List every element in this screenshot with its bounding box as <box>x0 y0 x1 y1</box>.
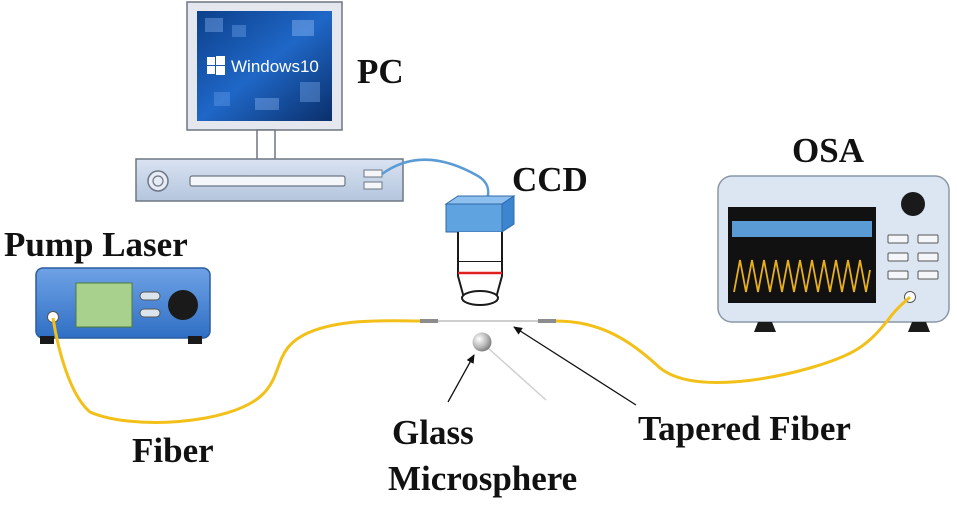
drive-slot <box>189 175 346 187</box>
osa-knob-icon <box>901 192 925 216</box>
monitor-stand <box>256 129 276 161</box>
laser-button-top <box>139 291 161 301</box>
laser-button-bottom <box>139 308 161 318</box>
osa-spectrum-trace <box>733 259 871 293</box>
fiber-connector-left <box>420 319 438 323</box>
usb-port-2 <box>363 181 383 190</box>
glass-microsphere <box>472 332 492 352</box>
osa-foot-right <box>908 322 930 332</box>
laser-knob-icon <box>168 290 198 320</box>
pc-monitor: Windows10 <box>186 1 343 161</box>
label-ccd: CCD <box>512 160 588 199</box>
microsphere-stem <box>487 347 547 401</box>
windows-logo-icon <box>207 56 225 75</box>
laser-foot-right <box>188 336 202 344</box>
fiber-connector-right <box>538 319 556 323</box>
usb-port-1 <box>363 169 383 178</box>
label-fiber: Fiber <box>132 431 214 470</box>
osa-foot-left <box>754 322 776 332</box>
label-microsphere: Microsphere <box>388 459 577 498</box>
tapered-fiber-arrow <box>513 326 637 406</box>
label-pump-laser: Pump Laser <box>4 225 188 264</box>
osa-device <box>717 175 950 332</box>
screen-os-text: Windows10 <box>231 57 319 76</box>
fiber-right <box>555 295 912 384</box>
osa-screen-band <box>732 221 872 237</box>
fiber-left <box>51 317 421 424</box>
laser-foot-left <box>40 336 54 344</box>
ccd-camera <box>444 195 516 306</box>
ccd-lens-barrel <box>457 232 503 263</box>
ccd-body <box>445 203 503 233</box>
screen-pattern <box>205 18 320 110</box>
label-osa: OSA <box>792 131 865 170</box>
usb-cable <box>381 158 490 201</box>
label-tapered-fiber: Tapered Fiber <box>638 409 851 448</box>
laser-display <box>75 282 133 328</box>
pump-laser <box>35 267 211 344</box>
pc-case <box>135 158 404 202</box>
label-glass: Glass <box>392 413 474 452</box>
ccd-lens-tip <box>461 290 499 306</box>
microsphere-arrow <box>447 354 475 403</box>
power-button-icon <box>147 170 169 192</box>
label-pc: PC <box>357 52 404 91</box>
